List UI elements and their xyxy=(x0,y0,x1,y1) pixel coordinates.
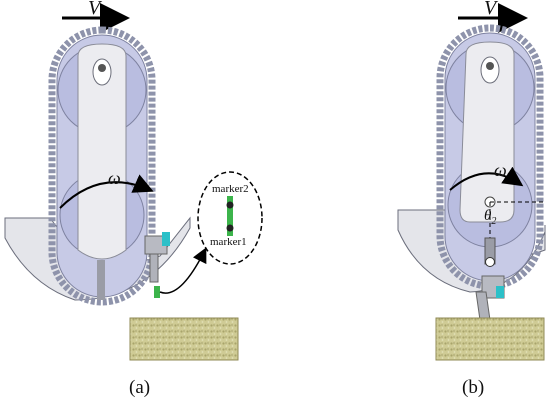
omega-label-b: ω xyxy=(494,160,507,180)
panel-a: V ω marker2 marker1 xyxy=(4,0,263,361)
panel-b: V θ2 ω xyxy=(397,0,546,361)
rotation-arrow-icon xyxy=(59,174,154,209)
velocity-arrow-a: V xyxy=(62,0,130,33)
rotation-arrow-icon xyxy=(449,166,524,191)
velocity-arrow-b: V xyxy=(458,0,528,33)
frame-plate-a xyxy=(77,43,127,260)
ground-block-a xyxy=(129,317,239,361)
chain-loop-a xyxy=(48,26,156,306)
caption-b: (b) xyxy=(462,377,485,398)
omega-label-a: ω xyxy=(108,168,121,188)
marker2-label: marker2 xyxy=(212,183,249,195)
ground-block-b xyxy=(435,317,545,361)
velocity-label-b: V xyxy=(484,0,499,19)
caption-a: (a) xyxy=(129,377,151,398)
marker-icon xyxy=(154,286,160,298)
marker1-label: marker1 xyxy=(210,236,247,248)
theta-label: θ2 xyxy=(484,208,496,227)
velocity-label-a: V xyxy=(88,0,103,19)
